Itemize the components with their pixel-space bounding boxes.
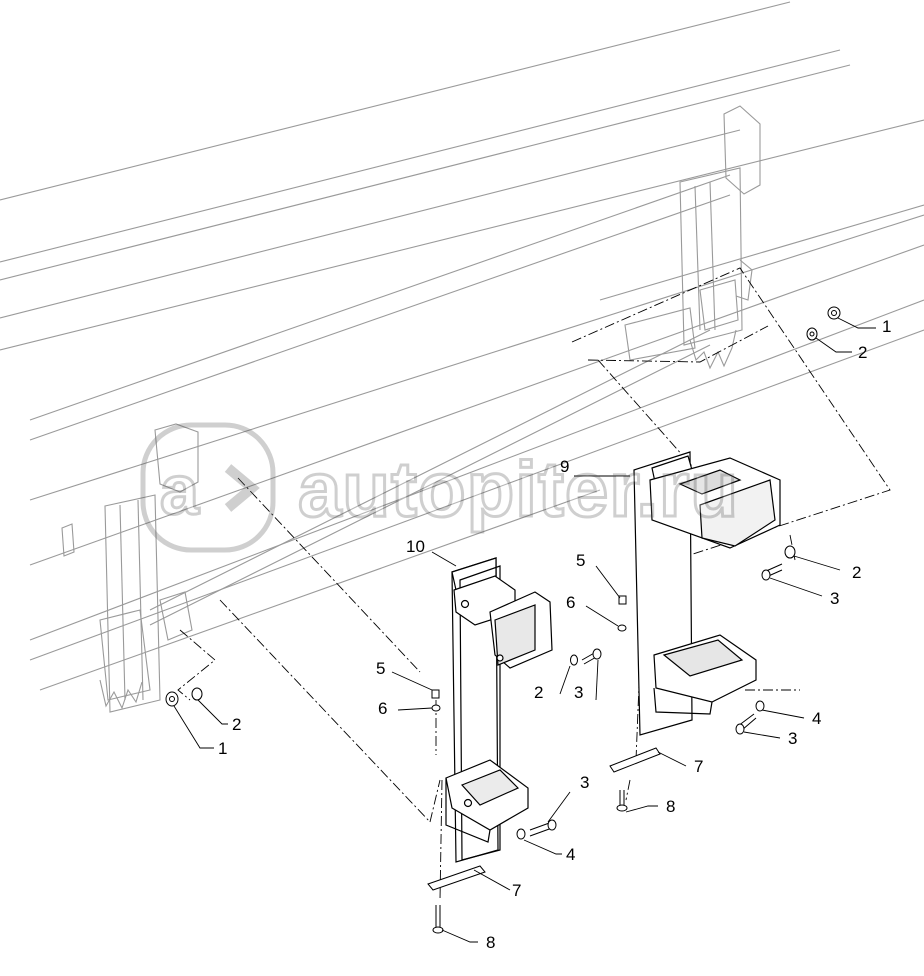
callout-7-part9: 7 xyxy=(694,757,704,776)
callout-2-right: 2 xyxy=(858,343,868,362)
support-bracket-9 xyxy=(633,451,781,736)
callout-10: 10 xyxy=(406,537,425,556)
callout-5-lower: 5 xyxy=(376,659,386,678)
callout-2-left: 2 xyxy=(232,715,242,734)
assembly-lines xyxy=(177,267,891,901)
callout-7-part10: 7 xyxy=(512,881,522,900)
callout-leaders xyxy=(173,317,876,943)
watermark-text: autopiter.ru xyxy=(296,444,740,535)
callout-8-part9: 8 xyxy=(666,797,676,816)
callout-3-mid: 3 xyxy=(574,683,584,702)
callout-5-upper: 5 xyxy=(576,551,586,570)
support-bracket-10 xyxy=(445,557,553,863)
callout-3-part9-lower: 3 xyxy=(788,729,798,748)
callout-8-part10: 8 xyxy=(486,933,496,952)
callout-2-part9: 2 xyxy=(852,563,862,582)
callout-1-right: 1 xyxy=(882,317,892,336)
callout-1-left: 1 xyxy=(218,739,228,758)
callout-9: 9 xyxy=(560,457,570,476)
fasteners xyxy=(165,306,841,934)
watermark-logo-icon: a xyxy=(140,422,276,553)
watermark: a autopiter.ru xyxy=(140,422,800,557)
machine-frame xyxy=(0,1,924,713)
callout-4-part9: 4 xyxy=(812,709,822,728)
callout-6-upper: 6 xyxy=(566,593,576,612)
callout-4-part10: 4 xyxy=(566,845,576,864)
svg-text:a: a xyxy=(160,451,200,529)
callout-2-mid: 2 xyxy=(534,683,544,702)
callout-3-part10: 3 xyxy=(580,773,590,792)
callout-3-part9: 3 xyxy=(830,589,840,608)
callout-6-lower: 6 xyxy=(378,699,388,718)
